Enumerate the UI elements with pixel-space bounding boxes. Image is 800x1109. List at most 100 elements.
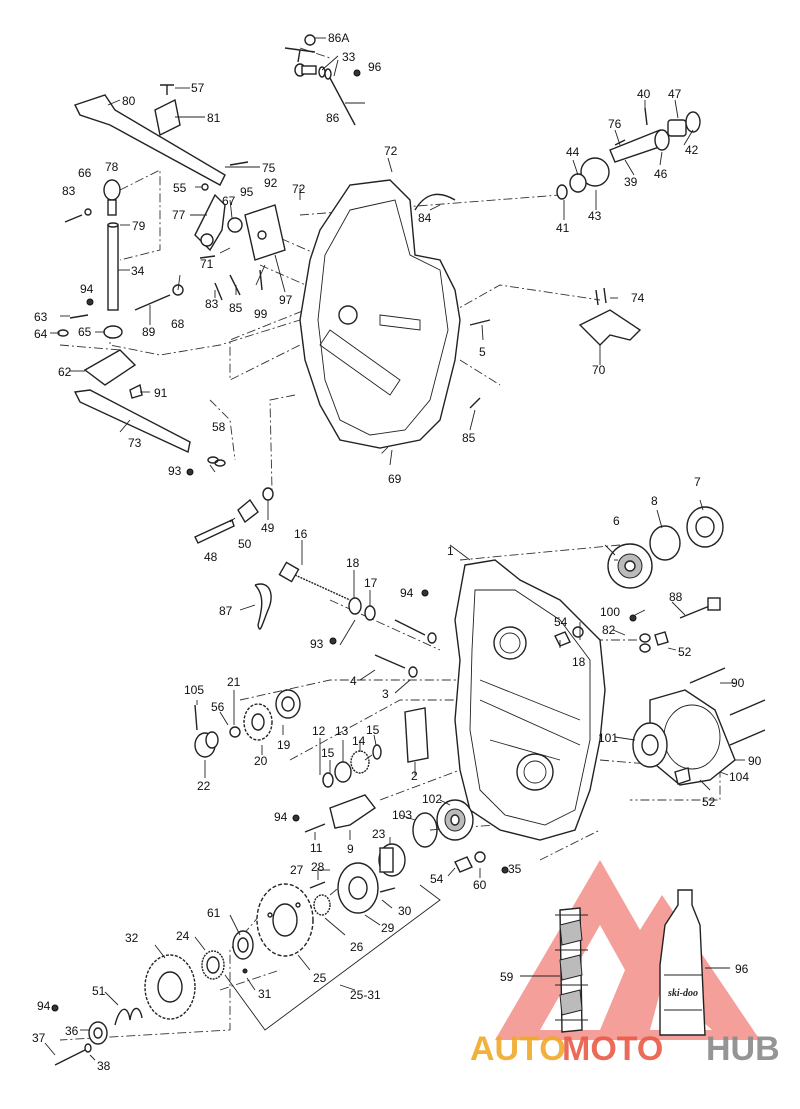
screw-83-top [64,214,83,223]
label-101: 101 [598,731,618,745]
label-31: 31 [258,987,272,1001]
washer-18 [348,597,362,615]
label-46: 46 [654,167,668,181]
bolt-90a [689,667,726,684]
label-89: 89 [142,325,156,339]
label-8: 8 [651,494,658,508]
washer-56 [229,726,241,738]
label-52b: 52 [702,795,716,809]
label-58: 58 [212,420,226,434]
parts-drawings: ski-doo [51,34,766,1066]
label-69: 69 [388,472,402,486]
bearing-102 [436,799,474,841]
washer-66 [84,208,92,216]
label-56: 56 [211,700,225,714]
label-105: 105 [184,683,204,697]
spring-51 [114,1007,143,1026]
label-90: 90 [731,676,745,690]
label-44: 44 [566,145,580,159]
label-54: 54 [554,615,568,629]
label-7: 7 [694,475,701,489]
ring-103 [412,812,438,848]
label-88: 88 [669,590,683,604]
label-67: 67 [222,194,236,208]
bearing-6 [607,543,653,589]
gear-22 [194,731,219,758]
pin-5 [469,319,491,326]
plate-29 [337,862,379,914]
bolt-90b [729,699,766,716]
cover-69 [299,179,461,449]
cable-adjuster-86 [284,34,356,126]
label-65: 65 [78,325,92,339]
label-17: 17 [364,576,378,590]
label-6: 6 [613,514,620,528]
label-59: 59 [500,970,514,984]
bushing-67 [227,217,243,233]
label-85: 85 [229,301,243,315]
bottle-label: ski-doo [667,988,698,999]
label-26: 26 [350,940,364,954]
label-104: 104 [729,770,749,784]
bearing-24 [201,950,225,980]
label-42: 42 [685,143,699,157]
label-68: 68 [171,317,185,331]
bolt-71 [199,255,216,259]
label-49: 49 [261,521,275,535]
lever-80 [74,94,226,186]
plate-2 [404,707,429,763]
bushing-65 [103,325,123,339]
bolt-4 [374,654,406,669]
label-92: 92 [264,176,278,190]
label-71: 71 [200,257,214,271]
label-78: 78 [105,160,119,174]
label-27: 27 [290,863,304,877]
label-95: 95 [240,185,254,199]
gear-20 [243,703,273,741]
clip-87 [254,583,272,630]
label-33: 33 [342,50,356,64]
roller-12 [322,772,334,788]
label-66: 66 [78,166,92,180]
shaft-73 [73,389,191,454]
label-97: 97 [279,293,293,307]
label-91: 91 [154,386,168,400]
label-40: 40 [637,87,651,101]
bolt-88 [679,604,713,619]
label-2: 2 [411,769,418,783]
label-41: 41 [556,221,570,235]
pin-105 [194,704,198,731]
bolt-90c [729,729,766,746]
label-63: 63 [34,310,48,324]
label-32: 32 [125,931,139,945]
nut-54 [554,631,571,647]
watermark-moto: MOTO [562,1030,663,1068]
label-103: 103 [392,808,412,822]
clip-81 [154,98,181,137]
label-12: 12 [312,724,326,738]
label-24: 24 [176,929,190,943]
label-11: 11 [310,841,323,855]
label-94c: 94 [274,810,288,824]
case-1 [454,559,606,841]
bracket-62 [83,349,137,386]
bracket-9 [329,794,377,829]
label-70: 70 [592,363,606,377]
bolt-89 [134,294,171,311]
label-76: 76 [608,117,622,131]
plate-50 [237,498,259,524]
label-34: 34 [131,264,145,278]
label-28: 28 [311,860,325,874]
strap-84 [414,193,456,211]
label-30: 30 [398,904,412,918]
leader-lines [44,37,745,1061]
label-94b: 94 [400,586,414,600]
group-brackets [224,884,441,1031]
label-43: 43 [588,209,602,223]
seal-101 [632,722,668,768]
washer-55 [201,183,209,191]
label-54b: 54 [430,872,444,886]
watermark-logo [495,860,760,1040]
bolt-83 [214,282,223,301]
bolt-37 [54,1049,86,1066]
